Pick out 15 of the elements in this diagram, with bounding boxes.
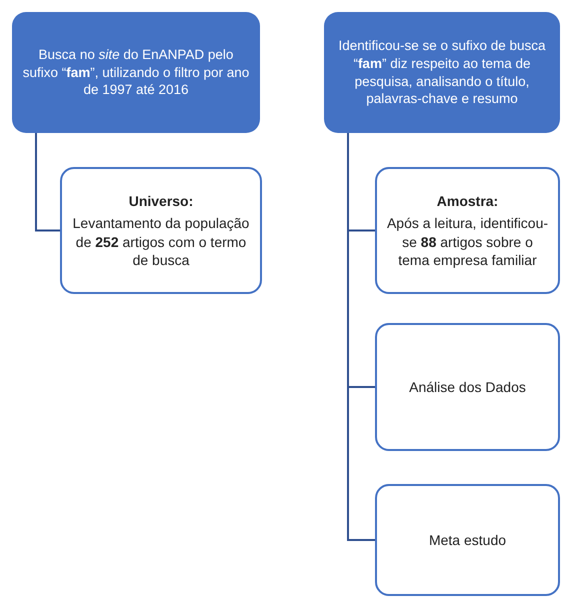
box-heading: Universo: <box>128 192 194 210</box>
result-box <box>60 167 262 294</box>
box-text: Análise dos Dados <box>409 378 526 396</box>
box-text: Identificou-se se o sufixo de busca “fam” diz respeito ao tema de pesquisa, analisando o título, palavras-chave e resumo <box>337 37 547 108</box>
step-box <box>324 12 560 133</box>
box-text: Após a leitura, identificou-se 88 artigos sobre o tema empresa familiar <box>386 214 550 269</box>
box-text: Busca no site do EnANPAD pelo sufixo “fam”, utilizando o filtro por ano de 1997 até 2016 <box>22 46 250 99</box>
box-text: Levantamento da população de 252 artigos com o termo de busca <box>72 214 250 269</box>
result-box <box>375 167 560 294</box>
box-heading: Amostra: <box>436 192 498 210</box>
connector-line <box>35 133 60 232</box>
step-box <box>12 12 260 133</box>
result-box <box>375 484 560 596</box>
box-text: Meta estudo <box>428 530 506 550</box>
result-box <box>375 323 560 451</box>
